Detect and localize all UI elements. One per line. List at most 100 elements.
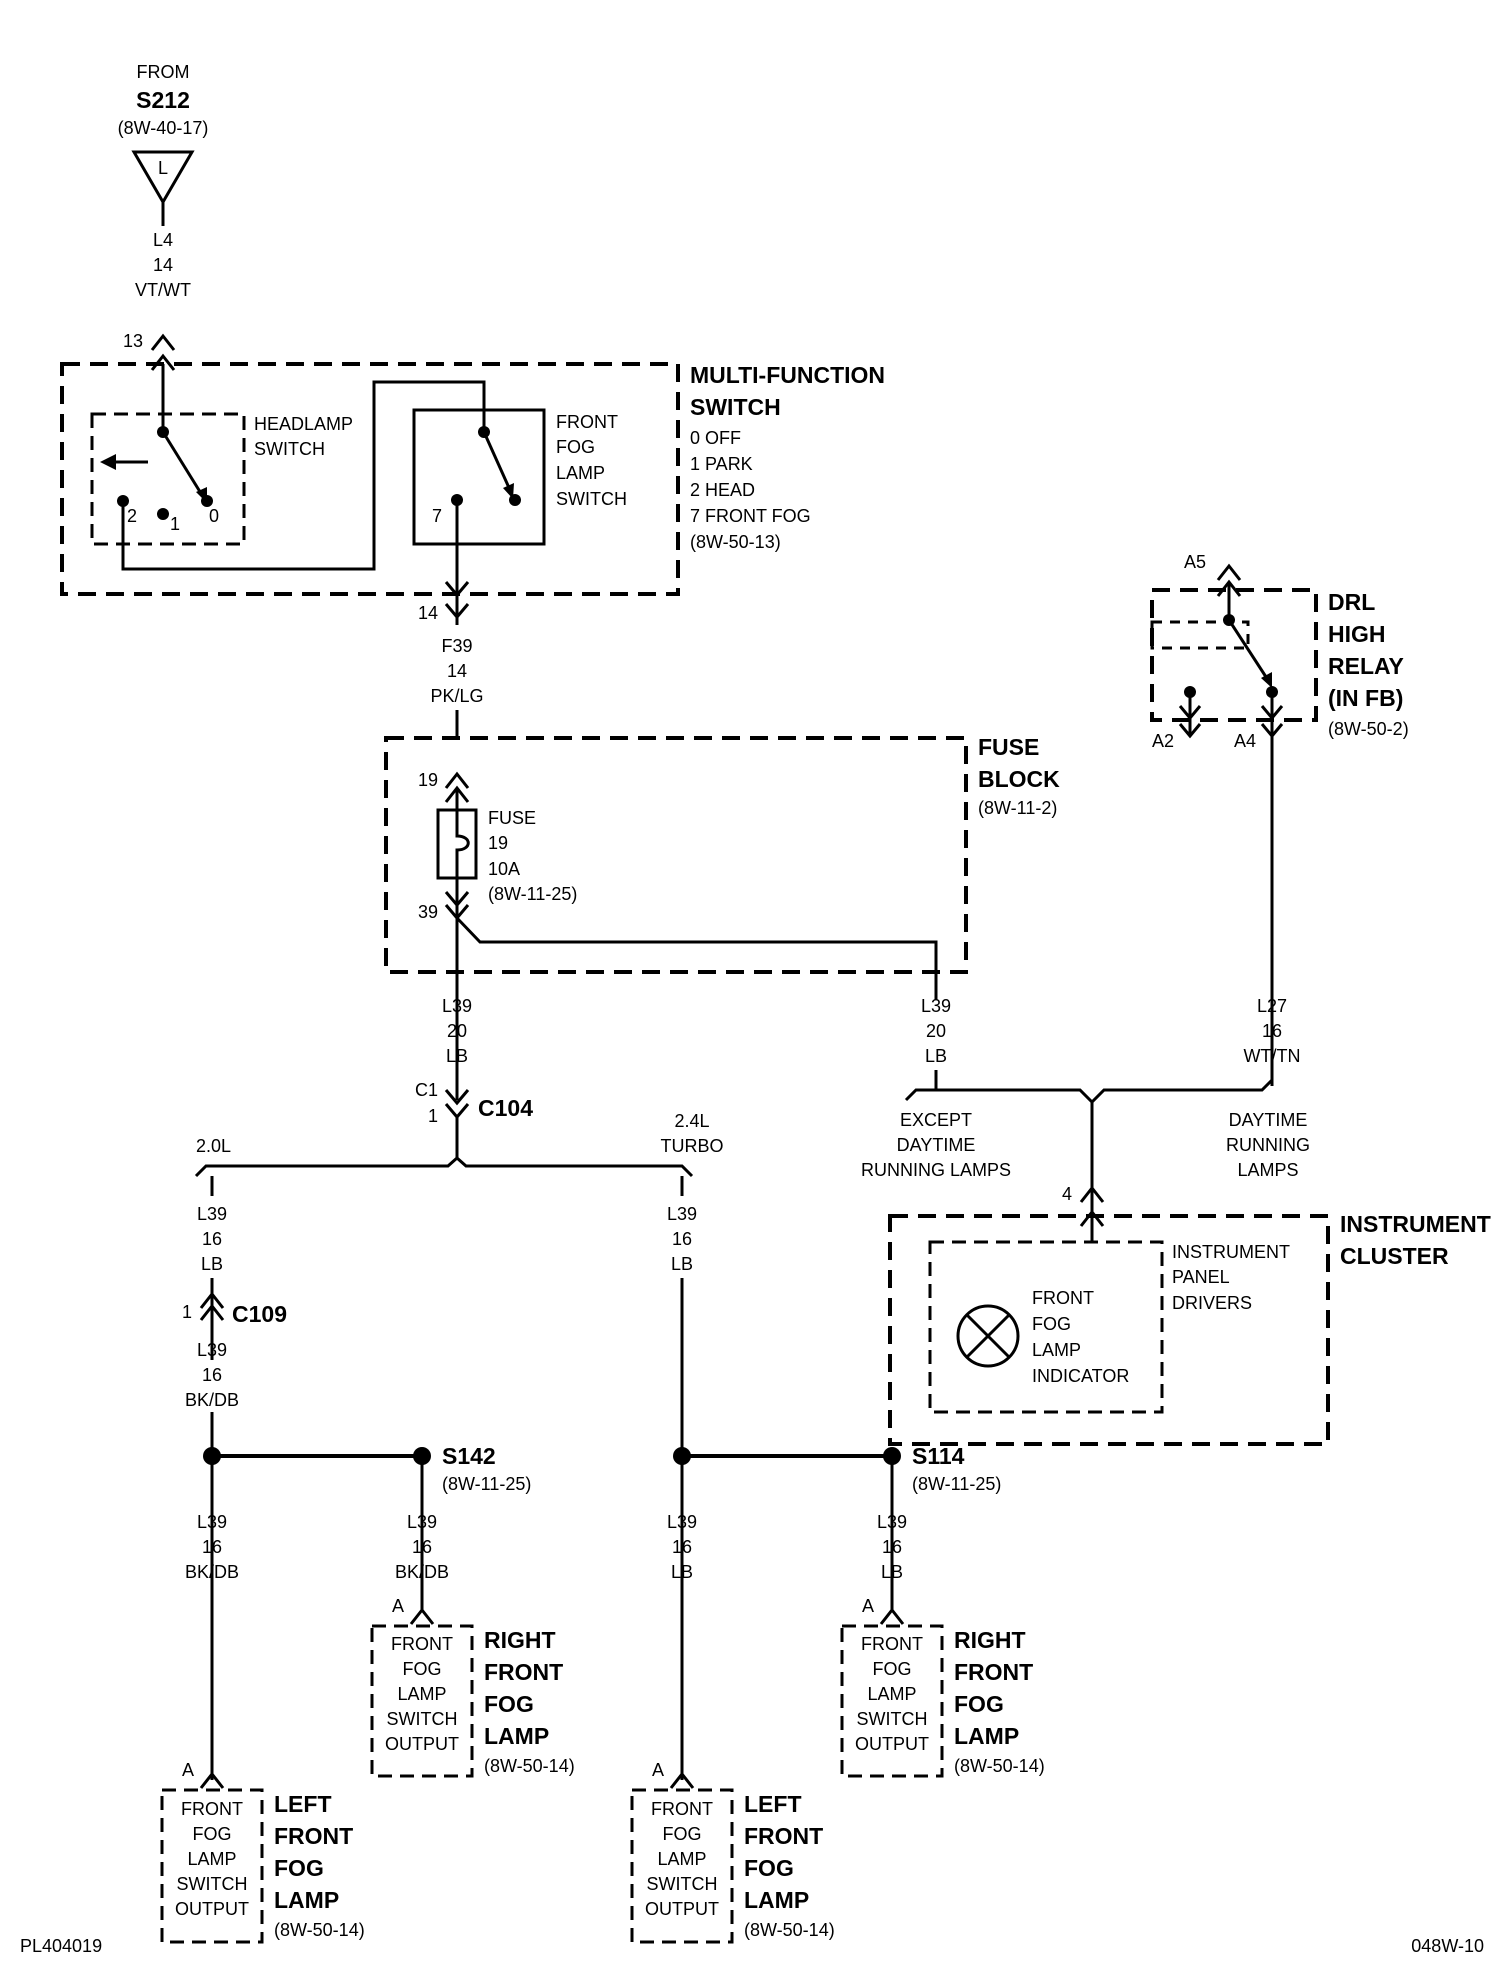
fuse-label-4: (8W-11-25) <box>488 884 577 904</box>
lamp-inner-4: SWITCH <box>647 1874 718 1894</box>
connector-icon <box>879 1607 905 1625</box>
wire-circuit: L39 <box>197 1204 227 1224</box>
arrow-left-icon <box>100 454 116 470</box>
branch-20-label: 2.0L <box>196 1136 231 1156</box>
wire-color: LB <box>925 1046 947 1066</box>
hp-pos-2: 2 <box>127 506 137 526</box>
wire-gauge: 16 <box>202 1229 222 1249</box>
lamp-inner-5: OUTPUT <box>855 1734 929 1754</box>
contact-1 <box>157 508 169 520</box>
lamp-title-4: LAMP <box>274 1887 339 1913</box>
wire-gauge: 16 <box>412 1537 432 1557</box>
connector-icon <box>199 1291 225 1309</box>
switch-blade <box>161 431 204 496</box>
fuse-block-ref: (8W-11-2) <box>978 798 1057 818</box>
lamp-title-4: LAMP <box>954 1723 1019 1749</box>
mfs-pin-in: 13 <box>123 331 143 351</box>
lamp-title-1: LEFT <box>744 1791 802 1817</box>
fuse-block-box <box>384 736 968 974</box>
connector-icon <box>1178 723 1202 739</box>
wire-color: BK/DB <box>395 1562 449 1582</box>
wire-gauge: 16 <box>672 1229 692 1249</box>
wire-color: WT/TN <box>1244 1046 1301 1066</box>
wire-gauge: 16 <box>202 1365 222 1385</box>
wire-circuit: L39 <box>877 1512 907 1532</box>
lamp-inner-3: LAMP <box>397 1684 446 1704</box>
c104-name: C104 <box>478 1095 533 1121</box>
branch-24-label: 2.4L <box>674 1111 709 1131</box>
mfs-position-2: 2 HEAD <box>690 480 755 500</box>
lamp-inner-5: OUTPUT <box>385 1734 459 1754</box>
contact-off <box>509 494 521 506</box>
lamp-ref: (8W-50-14) <box>954 1756 1045 1776</box>
wire-color: LB <box>671 1254 693 1274</box>
hp-pos-1: 1 <box>170 514 180 534</box>
fuse-pin-out: 39 <box>418 902 438 922</box>
lamp-inner-1: FRONT <box>861 1634 923 1654</box>
connector-icon <box>199 1303 225 1321</box>
indicator-lamp-icon <box>956 1304 1020 1368</box>
wire-gauge: 20 <box>926 1021 946 1041</box>
drl-ref: (8W-50-2) <box>1328 719 1409 739</box>
option-bus <box>904 1078 1274 1105</box>
lamp-pin: A <box>652 1760 664 1780</box>
switch-blade <box>1227 619 1270 681</box>
source-triangle-icon <box>131 150 195 205</box>
s114-name: S114 <box>912 1443 965 1469</box>
lamp-inner-2: FOG <box>663 1824 702 1844</box>
from-label: FROM <box>137 62 190 82</box>
wire-circuit: L27 <box>1257 996 1287 1016</box>
indicator-label-2: FOG <box>1032 1314 1071 1334</box>
drivers-label-3: DRIVERS <box>1172 1293 1252 1313</box>
fuse-pin-in: 19 <box>418 770 438 790</box>
headlamp-label-1: HEADLAMP <box>254 414 353 434</box>
fuse-block-title-1: FUSE <box>978 734 1039 760</box>
connector-icon <box>1178 705 1202 721</box>
wire-color: PK/LG <box>430 686 483 706</box>
fog-pin-7: 7 <box>432 506 442 526</box>
c104-c1: C1 <box>415 1080 438 1100</box>
wire-circuit: L39 <box>667 1512 697 1532</box>
drl-relay-box <box>1150 588 1318 722</box>
lamp-title-3: FOG <box>274 1855 324 1881</box>
wire-circuit: L4 <box>153 230 173 250</box>
branch-bus <box>194 1155 694 1178</box>
wire-gauge: 16 <box>672 1537 692 1557</box>
lamp-inner-5: OUTPUT <box>175 1899 249 1919</box>
branch-turbo-label: TURBO <box>661 1136 724 1156</box>
drivers-label-1: INSTRUMENT <box>1172 1242 1290 1262</box>
lamp-ref: (8W-50-14) <box>744 1920 835 1940</box>
mfs-pin-out: 14 <box>418 603 438 623</box>
wire-color: LB <box>446 1046 468 1066</box>
lamp-inner-4: SWITCH <box>857 1709 928 1729</box>
wire-color: BK/DB <box>185 1562 239 1582</box>
connector-icon <box>444 891 470 908</box>
lamp-inner-2: FOG <box>873 1659 912 1679</box>
wire-color: LB <box>201 1254 223 1274</box>
mfs-ref: (8W-50-13) <box>690 532 781 552</box>
fog-switch-label-4: SWITCH <box>556 489 627 509</box>
s212-ref: (8W-40-17) <box>118 118 209 138</box>
mfs-position-3: 7 FRONT FOG <box>690 506 811 526</box>
drl-title-4: (IN FB) <box>1328 685 1403 711</box>
wire-circuit: L39 <box>407 1512 437 1532</box>
lamp-title-3: FOG <box>484 1691 534 1717</box>
fog-switch-label-3: LAMP <box>556 463 605 483</box>
fog-switch-label-2: FOG <box>556 437 595 457</box>
lamp-title-2: FRONT <box>274 1823 353 1849</box>
lamp-pin: A <box>182 1760 194 1780</box>
connector-icon <box>150 333 176 351</box>
relay-coil-outline <box>1150 620 1250 650</box>
connector-icon <box>1216 563 1242 581</box>
lamp-title-2: FRONT <box>484 1659 563 1685</box>
right-front-fog-lamp-1: A FRONT FOG LAMP SWITCH OUTPUT RIGHT FRO… <box>370 1596 575 1778</box>
hp-pos-0: 0 <box>209 506 219 526</box>
left-front-fog-lamp-1: A FRONT FOG LAMP SWITCH OUTPUT LEFT FRON… <box>160 1760 365 1944</box>
lamp-inner-2: FOG <box>403 1659 442 1679</box>
multi-function-switch-box <box>60 362 680 596</box>
lamp-pin: A <box>392 1596 404 1616</box>
fuse-element <box>455 810 470 878</box>
lamp-inner-3: LAMP <box>187 1849 236 1869</box>
fuse-label-1: FUSE <box>488 808 536 828</box>
mfs-title-1: MULTI-FUNCTION <box>690 362 885 388</box>
